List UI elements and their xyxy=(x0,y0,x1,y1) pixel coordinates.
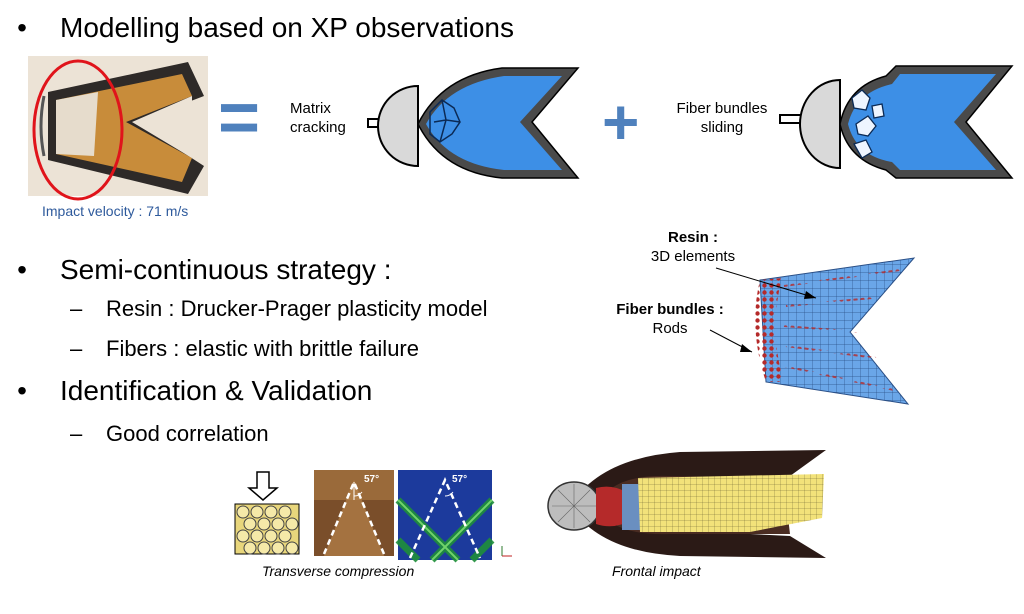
mesh-model xyxy=(755,257,916,405)
matrix-cracking-label: Matrix cracking xyxy=(290,99,346,137)
compression-schematic xyxy=(234,471,300,555)
bullet-dot: • xyxy=(17,254,27,285)
fiber-title: Fiber bundles : xyxy=(616,301,724,318)
sub-text-resin: Resin : Drucker-Prager plasticity model xyxy=(106,296,488,321)
sub-text-correlation: Good correlation xyxy=(106,421,269,446)
sub-text-fibers: Fibers : elastic with brittle failure xyxy=(106,336,419,361)
caption-transverse-compression: Transverse compression xyxy=(262,563,415,579)
leader-lines xyxy=(709,267,817,353)
bullet-dot: • xyxy=(17,12,27,43)
fiber-label-line-2: sliding xyxy=(700,119,744,136)
resin-desc: 3D elements xyxy=(650,248,736,265)
sub-dash: – xyxy=(70,296,83,321)
sub-dash: – xyxy=(70,421,83,446)
resin-title: Resin : xyxy=(667,229,718,246)
matrix-label-line-1: Matrix xyxy=(290,100,331,117)
fiber-label-line-1: Fiber bundles xyxy=(676,100,768,117)
equals-sign: = xyxy=(218,78,261,158)
angle-label-photo: 57° xyxy=(364,474,380,485)
impact-photo xyxy=(28,56,208,196)
compression-photo xyxy=(314,470,394,556)
fiber-sliding-diagram xyxy=(799,65,1014,179)
axis-triad-icon xyxy=(501,546,512,557)
highlight-ellipse xyxy=(32,59,124,201)
compression-simulation xyxy=(395,470,495,563)
frontal-impact-simulation xyxy=(547,450,826,558)
bullet-text-semi-continuous: Semi-continuous strategy : xyxy=(60,254,392,285)
fiber-annotation: Fiber bundles : Rods xyxy=(604,300,736,338)
plus-sign: + xyxy=(602,86,640,158)
bullet-dot: • xyxy=(17,375,27,406)
angle-label-simulation: 57° xyxy=(452,474,468,485)
resin-annotation: Resin : 3D elements xyxy=(640,228,746,266)
impact-velocity-caption: Impact velocity : 71 m/s xyxy=(42,203,189,219)
matrix-cracking-diagram xyxy=(377,67,580,179)
bullet-text-modelling: Modelling based on XP observations xyxy=(60,12,515,43)
sub-dash: – xyxy=(70,336,83,361)
caption-frontal-impact: Frontal impact xyxy=(612,563,701,579)
fiber-sliding-label: Fiber bundles sliding xyxy=(666,99,778,137)
matrix-label-line-2: cracking xyxy=(290,119,346,136)
bullet-text-identification: Identification & Validation xyxy=(60,375,373,406)
fiber-desc: Rods xyxy=(652,320,688,337)
